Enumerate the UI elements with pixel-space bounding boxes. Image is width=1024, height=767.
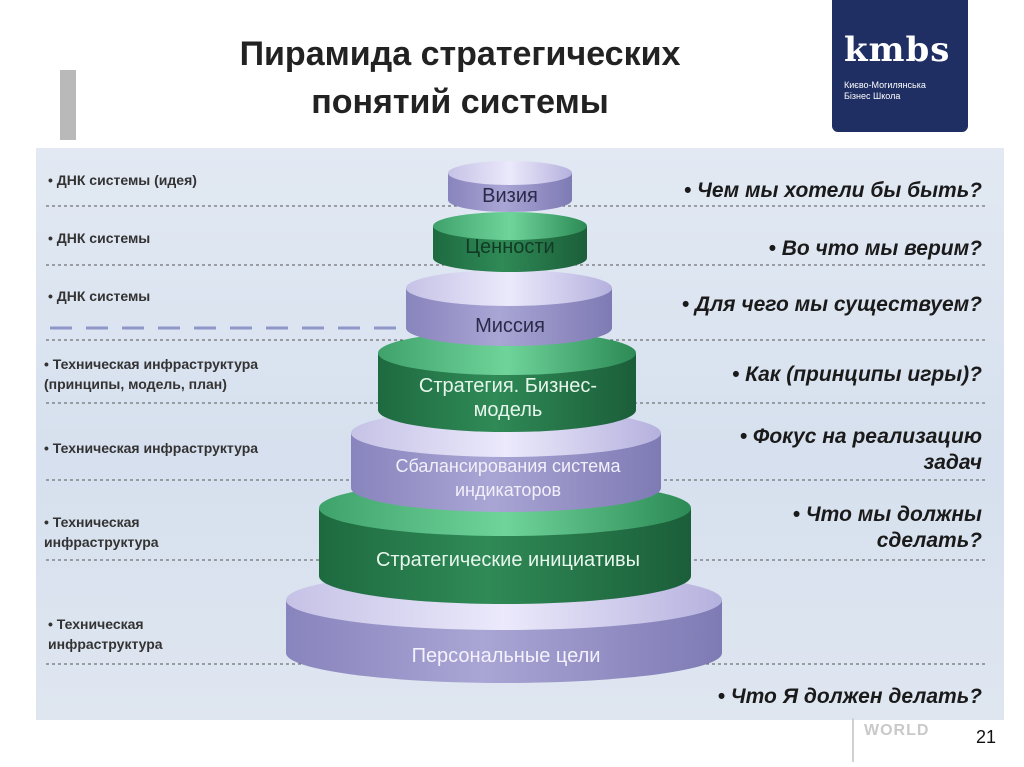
- right-label-7: • Что Я должен делать?: [717, 685, 982, 708]
- left-label-6: • Техническая инфраструктура: [44, 514, 159, 550]
- logo-subtitle: Києво-Могилянська Бізнес Школа: [844, 80, 926, 102]
- tier-label-personal-goals: Персональные цели: [411, 645, 601, 667]
- right-label-2: • Во что мы верим?: [768, 237, 982, 260]
- left-label-2: • ДНК системы: [48, 230, 151, 246]
- left-label-1: • ДНК системы (идея): [48, 172, 197, 188]
- right-label-5: • Фокус на реализацию задач: [739, 425, 982, 474]
- tier-1: [448, 161, 572, 212]
- right-label-1: • Чем мы хотели бы быть?: [683, 179, 982, 202]
- right-label-4: • Как (принципы игры)?: [731, 363, 982, 386]
- tier-3: [406, 270, 612, 346]
- pyramid-diagram: Визия Ценности Миссия Стратегия. Бизнес-…: [36, 148, 1004, 720]
- left-label-3: • ДНК системы: [48, 288, 151, 304]
- tier-label-initiatives: Стратегические инициативы: [375, 549, 641, 571]
- tier-label-indicators: Сбалансирования система индикаторов: [395, 456, 621, 500]
- left-label-4: • Техническая инфраструктура (принципы, …: [44, 356, 259, 392]
- page-number: 21: [975, 727, 996, 747]
- title-line-1: Пирамида стратегических: [239, 35, 681, 73]
- page-title: Пирамида стратегических понятий системы: [150, 30, 770, 126]
- right-label-3: • Для чего мы существуем?: [681, 293, 982, 316]
- pyramid-svg: [46, 161, 986, 683]
- decorative-bar: [60, 70, 76, 140]
- logo-brand: kmbs: [844, 30, 951, 70]
- footer-divider: [852, 718, 854, 762]
- left-label-5: • Техническая инфраструктура: [44, 440, 259, 456]
- tier-label-mission: Миссия: [475, 315, 545, 337]
- tier-label-vision: Визия: [482, 185, 538, 207]
- kmbs-logo: kmbs Києво-Могилянська Бізнес Школа: [832, 0, 968, 132]
- footer-watermark: WORLD: [864, 722, 930, 739]
- tier-2: [433, 212, 587, 272]
- right-label-6: • Что мы должны сделать?: [792, 503, 982, 552]
- tier-label-values: Ценности: [465, 236, 555, 258]
- left-label-7: • Техническая инфраструктура: [48, 616, 163, 652]
- tier-label-strategy: Стратегия. Бизнес-модель: [418, 375, 598, 421]
- title-line-2: понятий системы: [311, 83, 609, 121]
- logo-subtitle-line-2: Бізнес Школа: [844, 91, 901, 101]
- logo-subtitle-line-1: Києво-Могилянська: [844, 80, 926, 90]
